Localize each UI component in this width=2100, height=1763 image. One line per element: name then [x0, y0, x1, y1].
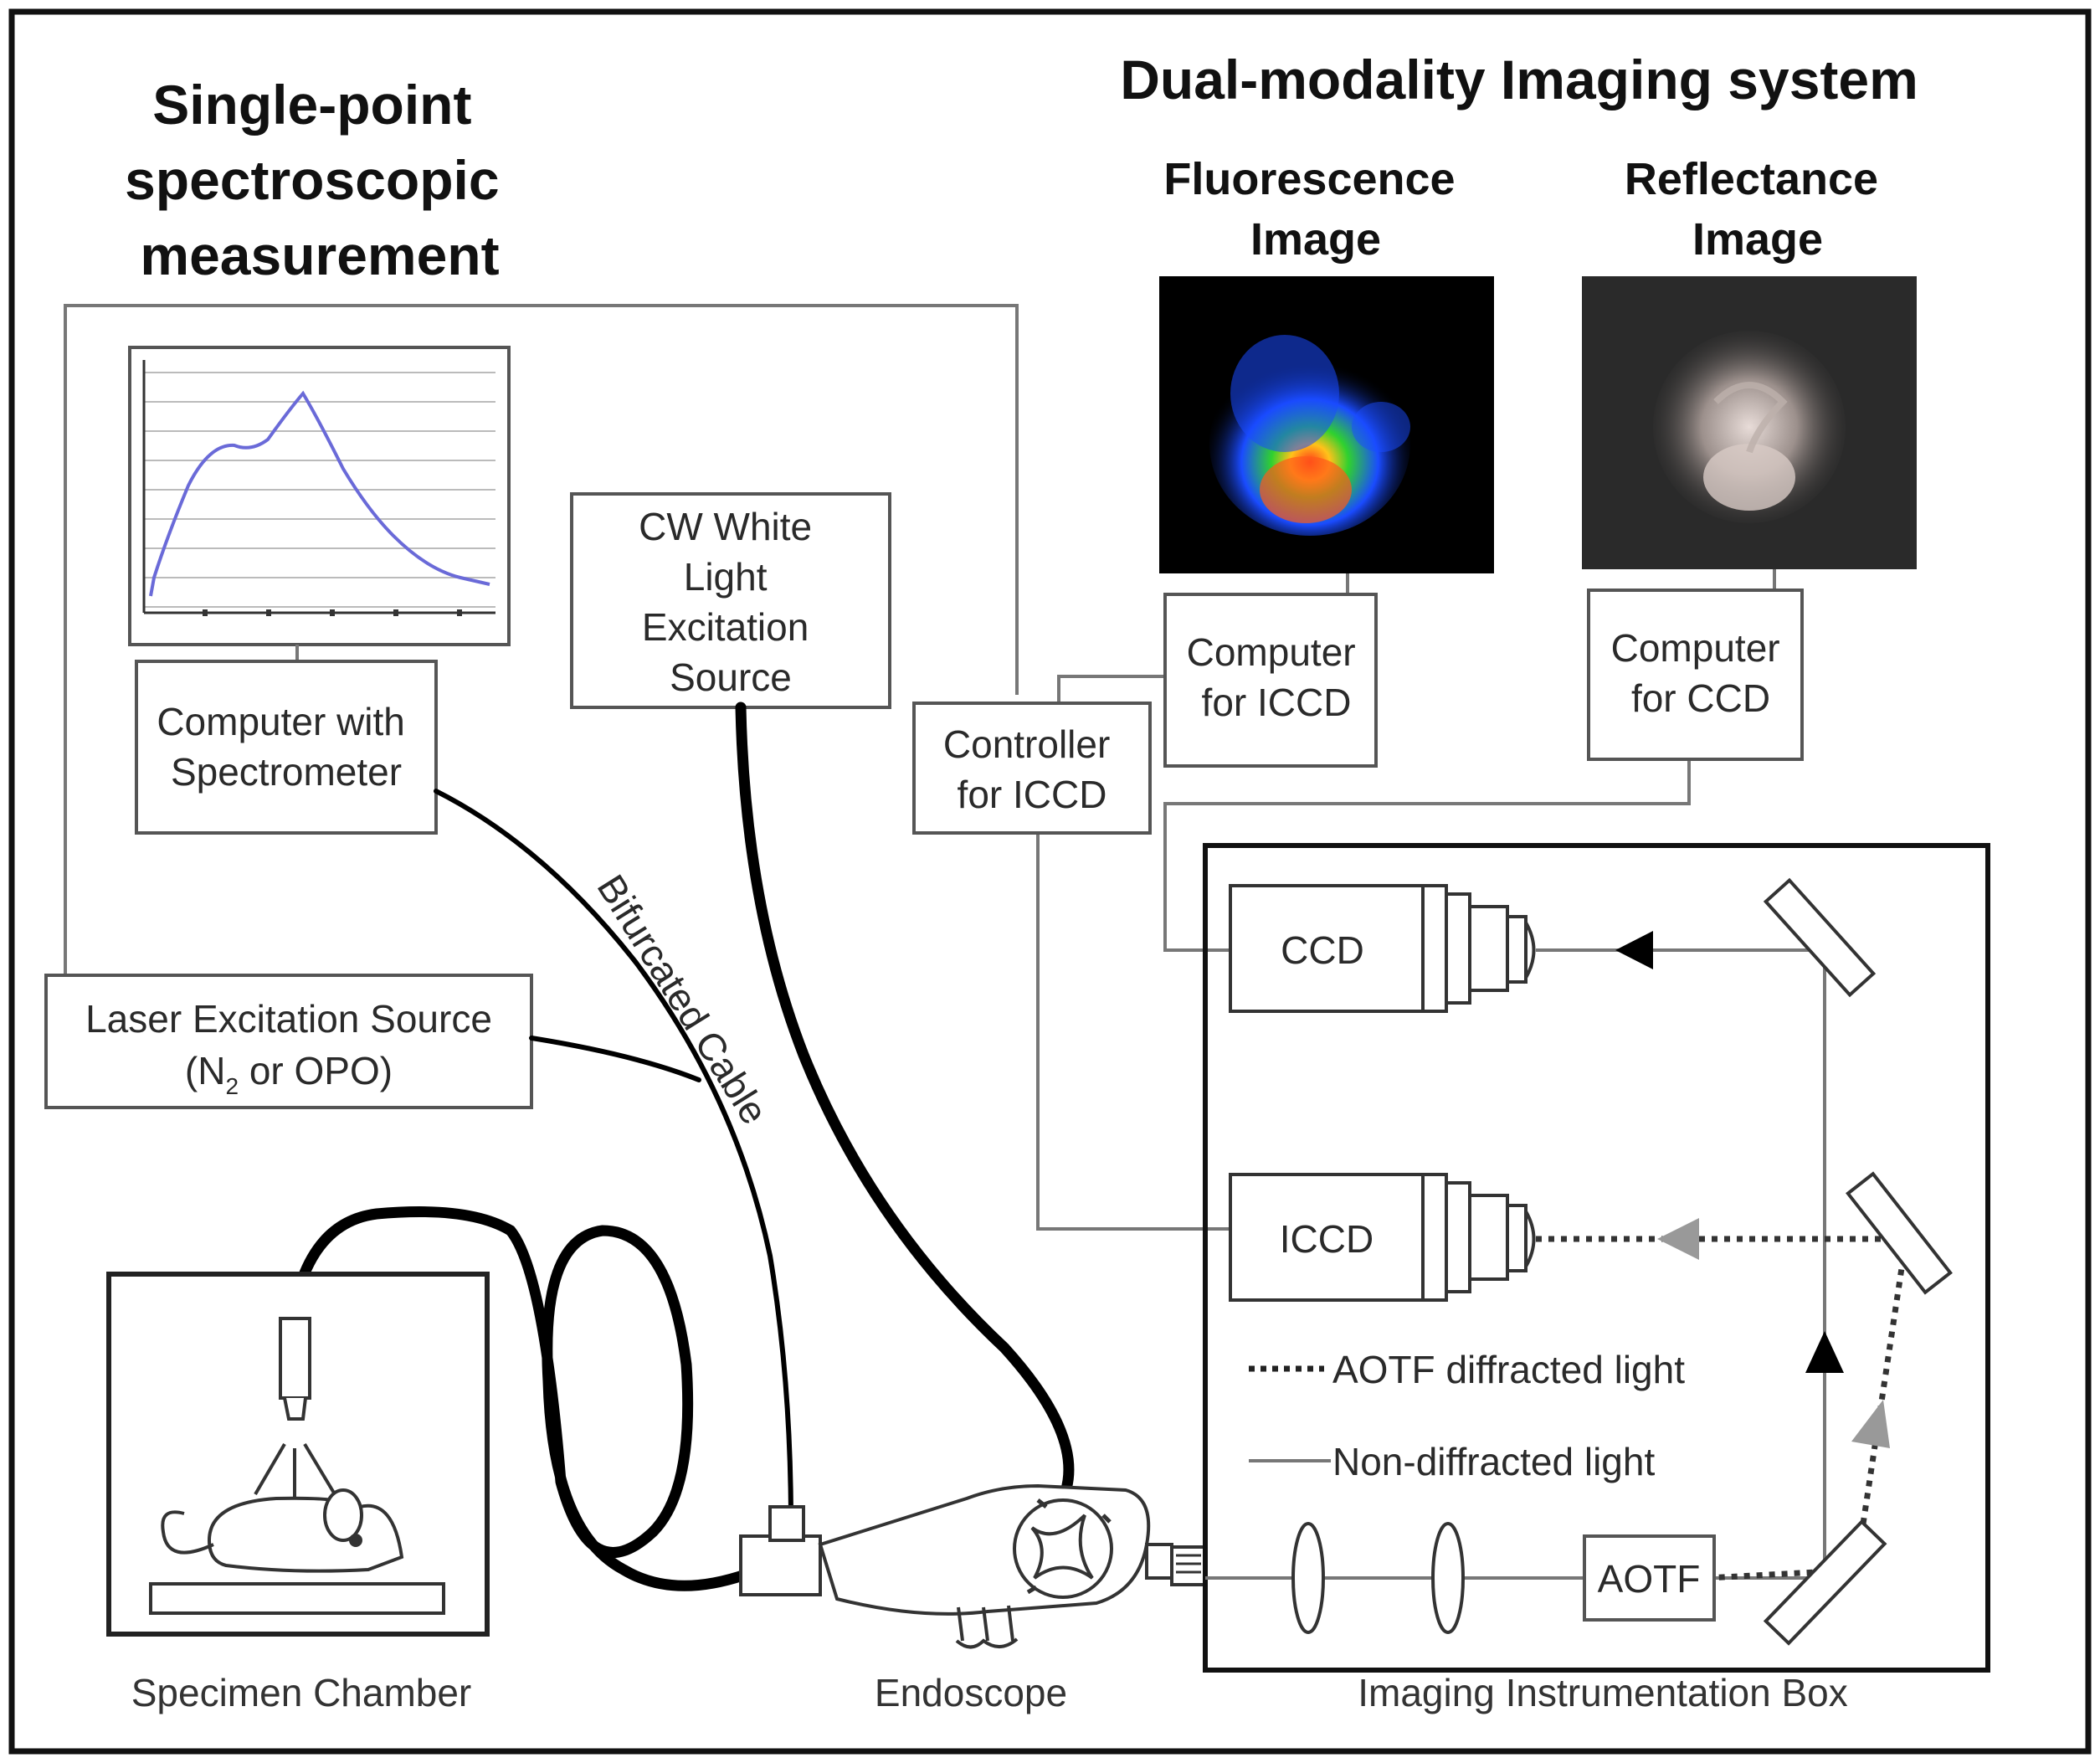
laser-source-label: Laser Excitation Source: [85, 997, 492, 1041]
imaging-box-caption: Imaging Instrumentation Box: [1358, 1671, 1848, 1714]
computer-iccd-line-2: for ICCD: [1202, 681, 1352, 724]
endoscope-caption: Endoscope: [875, 1671, 1067, 1714]
computer-with-spectrometer-box: Computer with Spectrometer: [135, 660, 438, 835]
mirror-top: [1763, 877, 1877, 998]
left-heading: Single-point spectroscopic measurement: [125, 74, 515, 286]
reflectance-title-line-2: Image: [1692, 214, 1823, 265]
arrows: [1615, 931, 1890, 1448]
gray-arrow-left: [1657, 1218, 1699, 1260]
computer-spectrometer-line-1: Computer with: [157, 700, 405, 743]
specimen-chamber-caption: Specimen Chamber: [131, 1671, 472, 1714]
left-heading-line-1: Single-point: [152, 74, 471, 136]
legend-dotted-label: AOTF diffracted light: [1332, 1348, 1685, 1391]
aotf-box: AOTF: [1583, 1534, 1716, 1622]
reflectance-title-line-1: Reflectance: [1625, 154, 1878, 204]
cables: [287, 702, 1075, 1591]
specimen-chamber: [106, 1272, 490, 1637]
fluorescence-image: [1159, 276, 1494, 573]
controller-iccd-label: Controller for ICCD: [943, 722, 1121, 816]
ccd-label: CCD: [1281, 928, 1364, 972]
computer-spectrometer-label: Computer with Spectrometer: [157, 700, 415, 794]
right-heading: Dual-modality Imaging system: [1120, 49, 1918, 111]
fluorescence-title-line-1: Fluorescence: [1163, 154, 1455, 204]
left-heading-line-2: spectroscopic: [125, 149, 500, 211]
computer-iccd-label: Computer for ICCD: [1187, 630, 1367, 724]
controller-iccd-line-2: for ICCD: [958, 773, 1107, 816]
gray-arrow-up: [1851, 1400, 1890, 1448]
iccd-label: ICCD: [1280, 1217, 1373, 1261]
ccd-camera: CCD: [1229, 884, 1536, 1013]
black-arrow-up: [1805, 1331, 1844, 1373]
cw-source-label: CW White Light Excitation Source: [639, 505, 823, 699]
left-heading-line-3: measurement: [140, 224, 499, 286]
black-arrow-left: [1615, 931, 1653, 969]
spectrum-curve: [149, 390, 490, 597]
mirrors: [1763, 877, 1953, 1646]
computer-for-iccd-box: Computer for ICCD: [1163, 593, 1378, 768]
spectrum-monitor: [128, 346, 511, 646]
laser-source-subscript: 2: [225, 1073, 239, 1099]
mouse-icon: [161, 1488, 404, 1573]
fluorescence-image-title: Fluorescence Image: [1163, 154, 1467, 265]
cw-source-line-3: Excitation: [642, 605, 809, 649]
mirror-bottom: [1763, 1519, 1887, 1646]
lens-2: [1431, 1522, 1465, 1634]
laser-source-sub-suffix: or OPO): [239, 1049, 393, 1092]
lens-1: [1291, 1522, 1325, 1634]
legend-solid-label: Non-diffracted light: [1332, 1440, 1655, 1483]
computer-for-ccd-box: Computer for CCD: [1587, 589, 1804, 761]
cw-source-line-4: Source: [670, 655, 792, 699]
computer-spectrometer-line-2: Spectrometer: [171, 750, 402, 794]
cw-source-line-1: CW White: [639, 505, 812, 548]
cw-white-light-source-box: CW White Light Excitation Source: [570, 492, 891, 709]
imaging-instrumentation-box: [1203, 843, 1990, 1673]
aotf-label: AOTF: [1598, 1557, 1701, 1601]
laser-source-sublabel: (N2 or OPO): [185, 1049, 393, 1099]
iccd-camera: ICCD: [1229, 1173, 1536, 1302]
endoscope-icon: [739, 1483, 1207, 1649]
computer-ccd-line-2: for CCD: [1631, 676, 1770, 720]
laser-source-sub-prefix: (N: [185, 1049, 226, 1092]
controller-for-iccd-box: Controller for ICCD: [912, 702, 1152, 835]
mirror-middle: [1846, 1171, 1953, 1295]
outer-frame: [8, 8, 2092, 1755]
bifurcated-cable-label: Bifurcated Cable: [589, 867, 777, 1132]
reflectance-image: [1582, 276, 1917, 569]
computer-ccd-line-1: Computer: [1611, 626, 1780, 670]
signal-wires: [64, 304, 1776, 1231]
legend: AOTF diffracted light Non-diffracted lig…: [1249, 1348, 1685, 1483]
light-paths: [1205, 948, 1911, 1581]
reflectance-image-title: Reflectance Image: [1625, 154, 1891, 265]
controller-iccd-line-1: Controller: [943, 722, 1110, 766]
cw-source-line-2: Light: [684, 555, 768, 599]
specimen-stage: [149, 1582, 445, 1615]
laser-excitation-source-box: Laser Excitation Source (N2 or OPO): [44, 974, 533, 1109]
computer-ccd-label: Computer for CCD: [1611, 626, 1791, 720]
computer-iccd-line-1: Computer: [1187, 630, 1356, 674]
probe-tip: [279, 1317, 311, 1400]
fluorescence-title-line-2: Image: [1250, 214, 1381, 265]
